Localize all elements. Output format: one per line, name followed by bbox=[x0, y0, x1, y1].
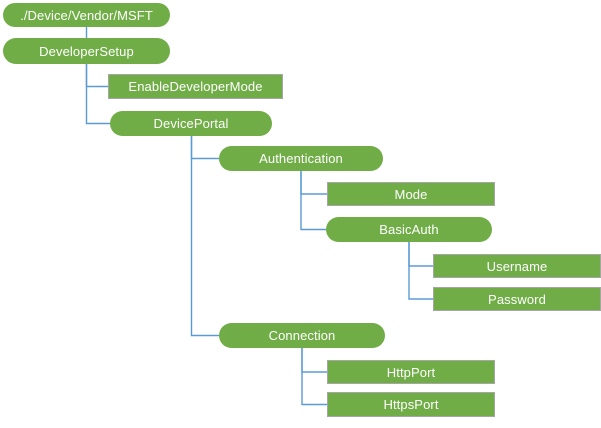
tree-node-enabledevelopermode[interactable]: EnableDeveloperMode bbox=[108, 74, 283, 99]
tree-node-label: HttpPort bbox=[386, 364, 436, 380]
connector-authentication-to-mode bbox=[300, 171, 327, 195]
tree-node-mode[interactable]: Mode bbox=[327, 182, 495, 206]
tree-node-httpport[interactable]: HttpPort bbox=[327, 360, 495, 384]
tree-node-label: DeveloperSetup bbox=[39, 43, 134, 59]
tree-node-deviceportal[interactable]: DevicePortal bbox=[110, 111, 272, 136]
tree-node-label: Username bbox=[486, 258, 548, 274]
connector-developersetup-to-deviceportal bbox=[85, 64, 110, 125]
connector-connection-to-httpsport bbox=[301, 348, 327, 406]
tree-node-root[interactable]: ./Device/Vendor/MSFT bbox=[3, 3, 170, 27]
tree-node-password[interactable]: Password bbox=[433, 287, 601, 311]
tree-node-username[interactable]: Username bbox=[433, 254, 601, 278]
tree-node-label: Mode bbox=[394, 186, 428, 202]
tree-node-label: Password bbox=[488, 291, 546, 307]
tree-node-label: BasicAuth bbox=[379, 222, 439, 237]
connector-deviceportal-to-connection bbox=[190, 136, 219, 337]
connector-connection-to-httpport bbox=[301, 348, 327, 373]
tree-node-label: DevicePortal bbox=[153, 116, 229, 131]
connector-deviceportal-to-authentication bbox=[190, 136, 219, 160]
connector-basicauth-to-password bbox=[408, 242, 433, 300]
tree-node-label: EnableDeveloperMode bbox=[128, 79, 263, 94]
connector-developersetup-to-enabledevelopermode bbox=[85, 64, 108, 88]
tree-node-basicauth[interactable]: BasicAuth bbox=[326, 217, 492, 242]
tree-node-label: Connection bbox=[268, 328, 336, 343]
tree-node-httpsport[interactable]: HttpsPort bbox=[327, 392, 495, 417]
connector-authentication-to-basicauth bbox=[300, 171, 326, 231]
tree-node-developersetup[interactable]: DeveloperSetup bbox=[3, 38, 170, 64]
tree-node-label: ./Device/Vendor/MSFT bbox=[20, 7, 153, 23]
tree-node-label: Authentication bbox=[259, 151, 343, 166]
connector-basicauth-to-username bbox=[408, 242, 433, 267]
tree-node-authentication[interactable]: Authentication bbox=[219, 146, 383, 171]
tree-node-connection[interactable]: Connection bbox=[219, 323, 385, 348]
tree-node-label: HttpsPort bbox=[383, 397, 439, 412]
